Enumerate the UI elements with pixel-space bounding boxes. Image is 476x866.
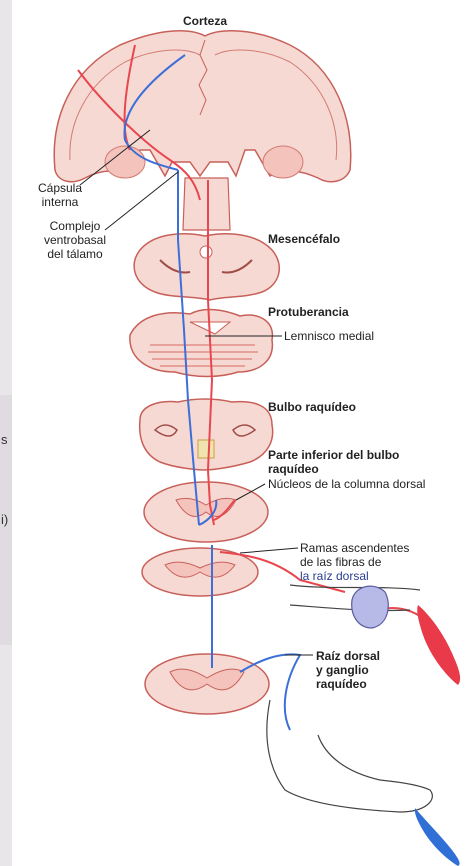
brainstem-stalk (183, 178, 230, 230)
label-corteza: Corteza (170, 14, 240, 28)
label-capsula: Cápsula interna (28, 181, 92, 209)
label-raiz-dorsal-fibras: la raíz dorsal (300, 569, 369, 583)
label-nucleos: Núcleos de la columna dorsal (268, 477, 425, 491)
leader-ramas (240, 548, 298, 553)
label-parte-inferior: Parte inferior del bulbo raquídeo (268, 448, 399, 476)
cortex-outline (54, 31, 350, 182)
basal-ganglia-left (105, 146, 145, 178)
medulla-outline (140, 399, 273, 470)
blue-feather (415, 808, 460, 866)
label-lemnisco: Lemnisco medial (284, 329, 374, 343)
aqueduct (200, 246, 212, 258)
label-mesencefalo: Mesencéfalo (268, 232, 340, 246)
medulla-section (140, 399, 273, 470)
label-bulbo: Bulbo raquídeo (268, 400, 356, 414)
lower-medulla-section (144, 482, 268, 542)
red-feather (417, 605, 460, 685)
foot-drawing (267, 700, 460, 866)
mesencephalon-section (134, 234, 279, 300)
basal-ganglia-right (263, 146, 303, 178)
pons-section (130, 310, 273, 377)
mesencephalon-outline (134, 234, 279, 300)
pyramids (198, 440, 214, 458)
edge-fragment-s: s (1, 432, 8, 447)
label-complejo: Complejo ventrobasal del tálamo (30, 219, 120, 261)
hand-receptor (352, 586, 389, 628)
label-ramas: Ramas ascendentes de las fibras de (300, 541, 409, 569)
cortex-section (54, 31, 350, 230)
lower-cord-section (145, 654, 269, 714)
leg-outline (267, 700, 433, 812)
edge-fragment-i: i) (1, 512, 8, 527)
label-protuberancia: Protuberancia (268, 305, 349, 319)
label-raiz-ganglio: Raíz dorsal y ganglio raquídeo (316, 649, 380, 691)
